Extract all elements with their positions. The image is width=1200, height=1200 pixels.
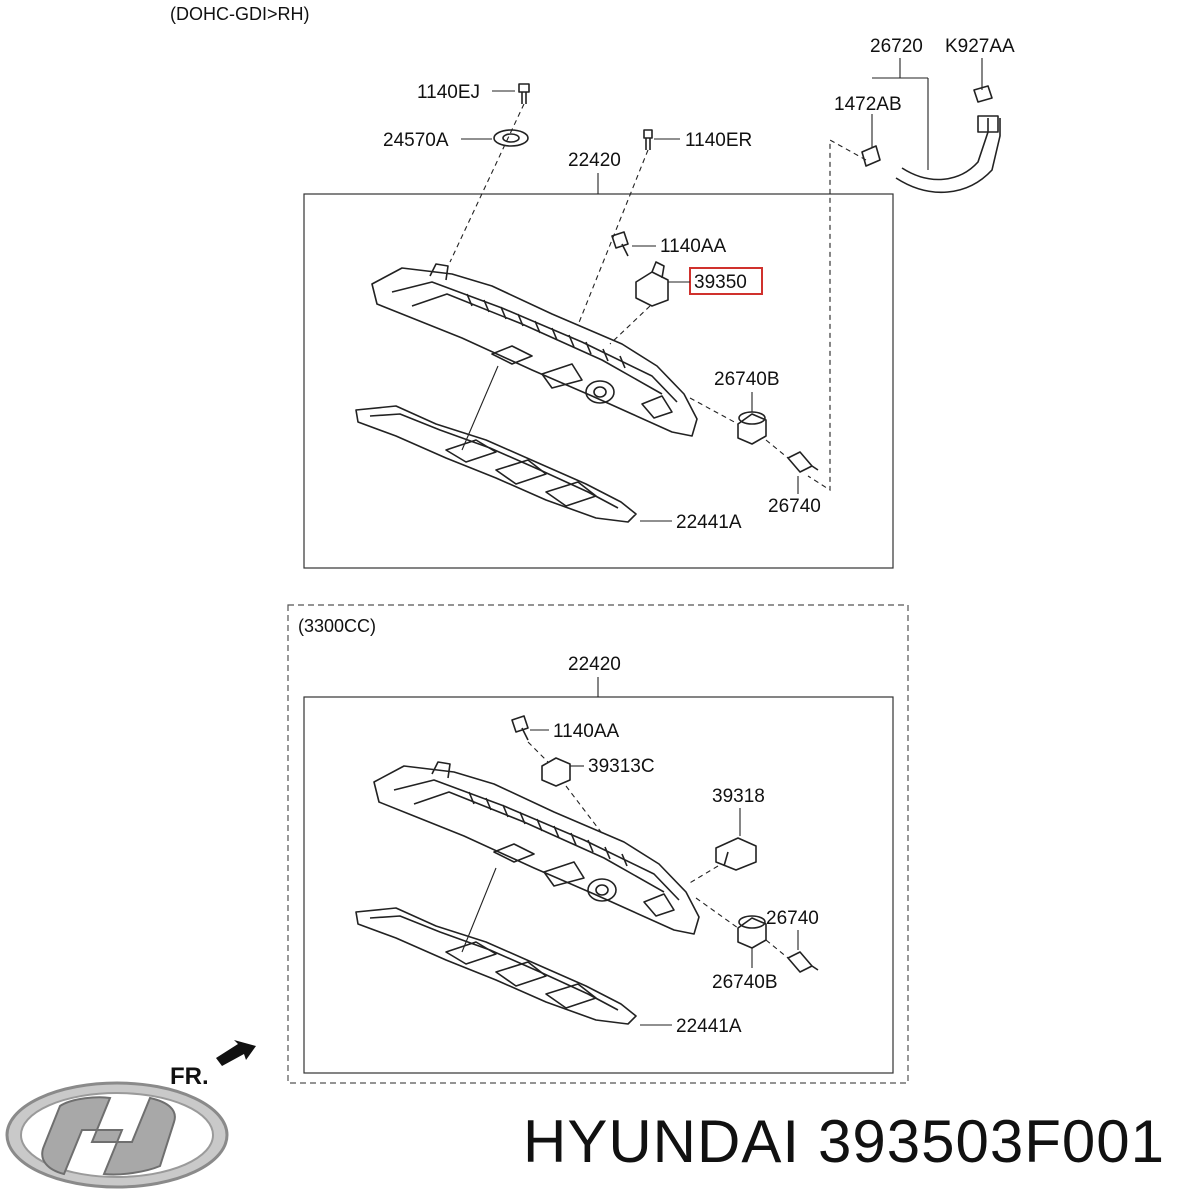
label-1140AA-bottom: 1140AA xyxy=(553,721,620,742)
label-22420-top: 22420 xyxy=(568,150,621,171)
label-39318: 39318 xyxy=(712,786,765,807)
grommet-26740B-top-icon xyxy=(737,411,767,445)
sensor-39318-icon xyxy=(715,837,757,871)
gasket-22441A-bottom-icon xyxy=(355,907,637,1025)
label-26740-top: 26740 xyxy=(768,496,821,517)
label-1140EJ: 1140EJ xyxy=(417,82,480,103)
hose-26720-icon xyxy=(895,115,1001,194)
part-number: 393503F001 xyxy=(818,1108,1165,1175)
valve-cover-22420-bottom-icon xyxy=(373,761,700,935)
grommet-26740B-bottom-icon xyxy=(737,915,767,949)
bolt-1140AA-top-icon xyxy=(611,231,629,257)
label-22441A-top: 22441A xyxy=(676,512,742,533)
label-26740-bottom: 26740 xyxy=(766,908,819,929)
seal-24570A-icon xyxy=(493,129,529,147)
valve-cover-22420-icon xyxy=(371,263,698,437)
hyundai-logo-icon xyxy=(5,1081,229,1189)
gasket-22441A-top-icon xyxy=(355,405,637,523)
clamp-1472AB-icon xyxy=(861,145,881,167)
label-22441A-bottom: 22441A xyxy=(676,1016,742,1037)
sensor-39313C-icon xyxy=(541,757,571,787)
front-arrow-icon xyxy=(216,1040,256,1066)
label-K927AA: K927AA xyxy=(945,36,1015,57)
label-26740B-bottom: 26740B xyxy=(712,972,778,993)
clamp-K927AA-icon xyxy=(973,85,993,103)
bottom-outer-frame xyxy=(287,604,909,1084)
label-1140ER: 1140ER xyxy=(685,130,752,151)
label-1140AA-top: 1140AA xyxy=(660,236,727,257)
sensor-39350-icon xyxy=(635,261,669,307)
highlight-box-39350 xyxy=(689,267,763,295)
label-39350: 39350 xyxy=(694,272,747,293)
bolt-1140EJ-icon xyxy=(518,83,530,104)
label-24570A: 24570A xyxy=(383,130,449,151)
label-1472AB: 1472AB xyxy=(834,94,902,115)
label-26720: 26720 xyxy=(870,36,923,57)
brand-name: HYUNDAI xyxy=(523,1108,800,1175)
variant-label-top: (DOHC-GDI>RH) xyxy=(170,4,310,24)
bolt-1140AA-bottom-icon xyxy=(511,715,529,741)
variant-label-bottom: (3300CC) xyxy=(298,616,376,636)
pcv-valve-26740-bottom-icon xyxy=(787,951,819,973)
label-26740B-top: 26740B xyxy=(714,369,780,390)
front-orientation-label: FR. xyxy=(170,1063,209,1090)
label-22420-bottom: 22420 xyxy=(568,654,621,675)
bolt-1140ER-icon xyxy=(643,129,653,150)
pcv-valve-26740-top-icon xyxy=(787,451,819,473)
label-39313C: 39313C xyxy=(588,756,655,777)
